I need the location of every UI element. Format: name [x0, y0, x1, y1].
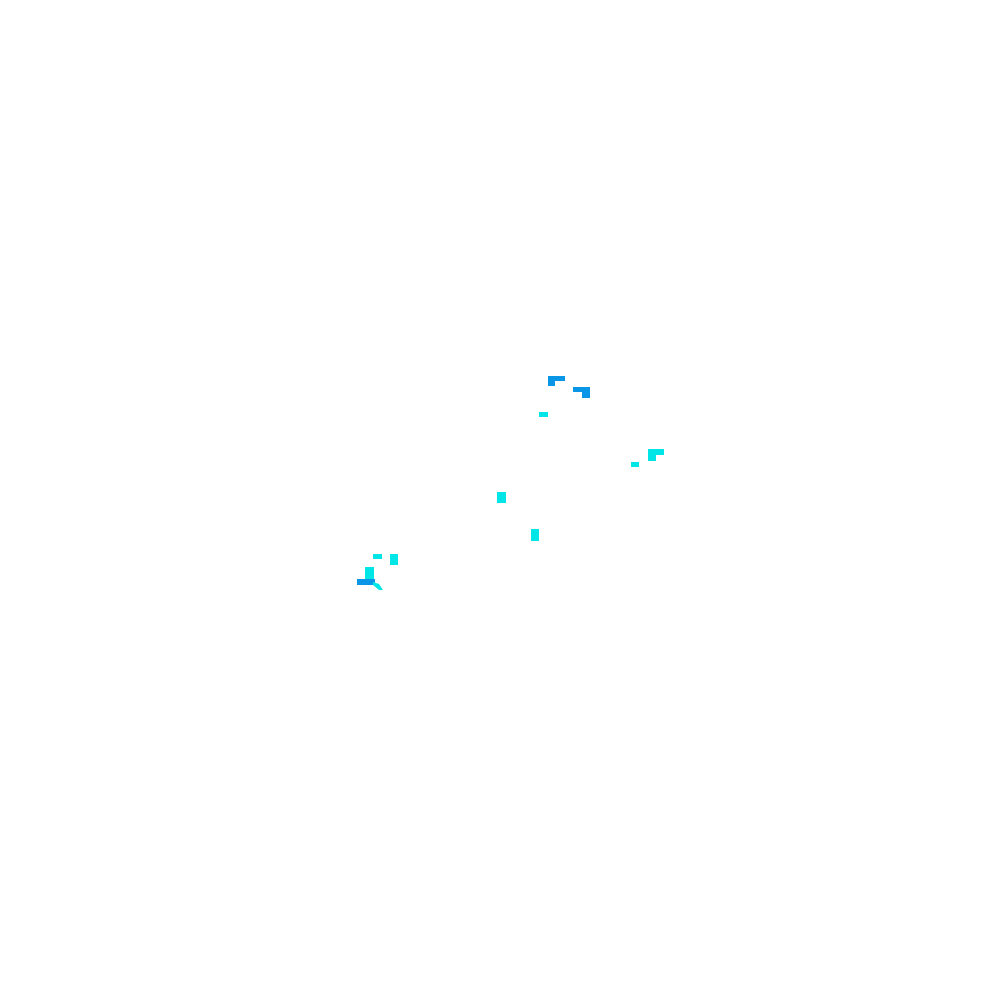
cyan-pixel-fragment	[365, 567, 374, 579]
blue-pixel-fragment	[357, 579, 375, 585]
cyan-pixel-fragment	[531, 529, 539, 541]
cyan-pixel-fragment	[373, 582, 383, 590]
blue-pixel-fragment	[548, 376, 565, 386]
blue-pixel-fragment	[573, 387, 590, 398]
cyan-pixel-fragment	[648, 449, 664, 461]
cyan-pixel-fragment	[373, 554, 382, 559]
cyan-pixel-fragment	[497, 492, 506, 503]
cyan-pixel-fragment	[631, 462, 639, 467]
cyan-pixel-fragment	[390, 554, 398, 565]
cyan-pixel-fragment	[539, 412, 548, 417]
